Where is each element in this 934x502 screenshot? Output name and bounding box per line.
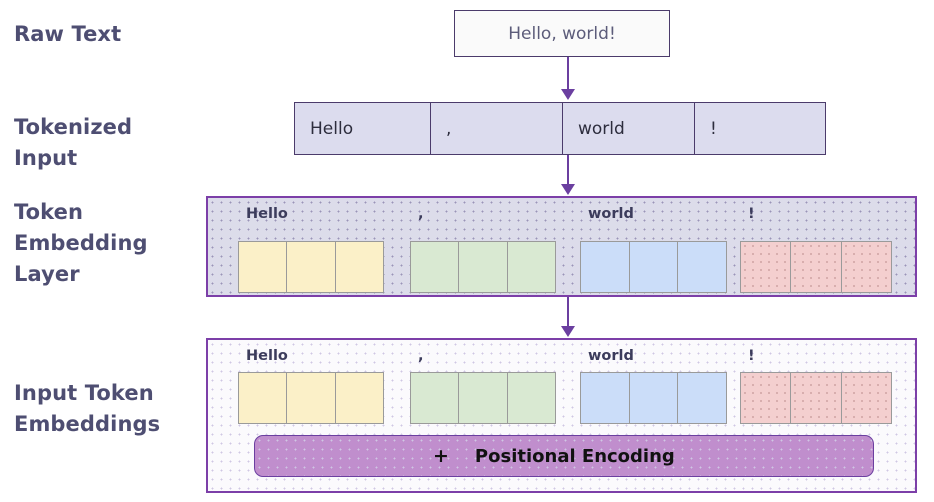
embedding-cell xyxy=(678,373,727,423)
token-cell: ! xyxy=(695,103,824,154)
embedding-vector-group-comma xyxy=(410,241,556,293)
embedding-cell xyxy=(239,373,288,423)
plus-sign-icon: + xyxy=(433,445,449,467)
positional-encoding-bar: + Positional Encoding xyxy=(254,435,874,477)
embedding-cell xyxy=(629,242,679,292)
raw-text-box: Hello, world! xyxy=(454,10,670,57)
arrow-tokenized-to-token-embedding xyxy=(561,155,575,197)
row-label-tokenized-input: Tokenized Input xyxy=(14,115,133,170)
embedding-cell xyxy=(411,242,460,292)
input-token-embeddings-panel: Hello , world ! + Positional Encoding xyxy=(206,338,917,493)
embedding-cell xyxy=(841,373,891,423)
embedding-cell xyxy=(459,373,508,423)
arrow-head xyxy=(561,89,575,100)
arrow-shaft xyxy=(567,297,569,328)
embedding-cell xyxy=(507,373,555,423)
arrow-raw-text-to-tokenized xyxy=(561,57,575,102)
embedding-cell xyxy=(287,242,336,292)
token-text: world xyxy=(578,118,625,139)
row-label-raw-text: Raw Text xyxy=(14,22,122,46)
embedding-cell xyxy=(741,373,792,423)
embedding-cell xyxy=(239,242,288,292)
embedding-cell xyxy=(791,373,842,423)
token-cell: Hello xyxy=(295,103,431,154)
token-text: ! xyxy=(710,118,717,139)
raw-text-value: Hello, world! xyxy=(508,23,616,44)
token-text: Hello xyxy=(310,118,354,139)
embedding-cell xyxy=(629,373,679,423)
input-embedding-vector-group-hello xyxy=(238,372,384,424)
embedding-cell xyxy=(581,242,630,292)
embedding-vector-group-exclamation xyxy=(740,241,892,293)
token-group-label: ! xyxy=(748,206,755,222)
embedding-cell xyxy=(507,242,555,292)
token-group-label: Hello xyxy=(246,206,288,222)
token-group-label: Hello xyxy=(246,348,288,364)
embedding-vector-group-world xyxy=(580,241,727,293)
row-label-line: Embedding xyxy=(14,231,148,255)
token-cell: world xyxy=(563,103,695,154)
row-label-line: Layer xyxy=(14,262,80,286)
token-group-label: ! xyxy=(748,348,755,364)
token-group-label: world xyxy=(588,348,634,364)
arrow-shaft xyxy=(567,57,569,91)
embedding-cell xyxy=(841,242,891,292)
embedding-vector-group-hello xyxy=(238,241,384,293)
row-label-line: Input Token xyxy=(14,381,154,405)
embedding-cell xyxy=(287,373,336,423)
token-embedding-panel: Hello , world ! xyxy=(206,196,917,297)
embedding-cell xyxy=(791,242,842,292)
embedding-cell xyxy=(335,242,383,292)
row-label-input-token-embeddings: Input Token Embeddings xyxy=(14,378,199,440)
embedding-cell xyxy=(335,373,383,423)
embedding-cell xyxy=(581,373,630,423)
arrow-head xyxy=(561,184,575,195)
positional-encoding-label: Positional Encoding xyxy=(474,445,675,467)
token-group-label: , xyxy=(418,206,424,222)
token-cell: , xyxy=(431,103,563,154)
token-text: , xyxy=(446,118,452,139)
token-label-row: Hello , world ! xyxy=(208,340,915,376)
arrow-token-embedding-to-input-embedding xyxy=(561,297,575,339)
input-embedding-vector-group-comma xyxy=(410,372,556,424)
embedding-cell xyxy=(741,242,792,292)
embedding-cell xyxy=(678,242,727,292)
row-label-line: Token xyxy=(14,200,84,224)
arrow-head xyxy=(561,326,575,337)
arrow-shaft xyxy=(567,155,569,186)
token-group-label: , xyxy=(418,348,424,364)
embedding-cell xyxy=(459,242,508,292)
row-label-line: Embeddings xyxy=(14,412,161,436)
token-label-row: Hello , world ! xyxy=(208,198,915,234)
row-label-token-embedding-layer: Token Embedding Layer xyxy=(14,197,199,290)
token-group-label: world xyxy=(588,206,634,222)
embedding-cell xyxy=(411,373,460,423)
input-embedding-vector-group-exclamation xyxy=(740,372,892,424)
input-embedding-vector-group-world xyxy=(580,372,727,424)
tokenized-input-strip: Hello , world ! xyxy=(294,102,826,155)
